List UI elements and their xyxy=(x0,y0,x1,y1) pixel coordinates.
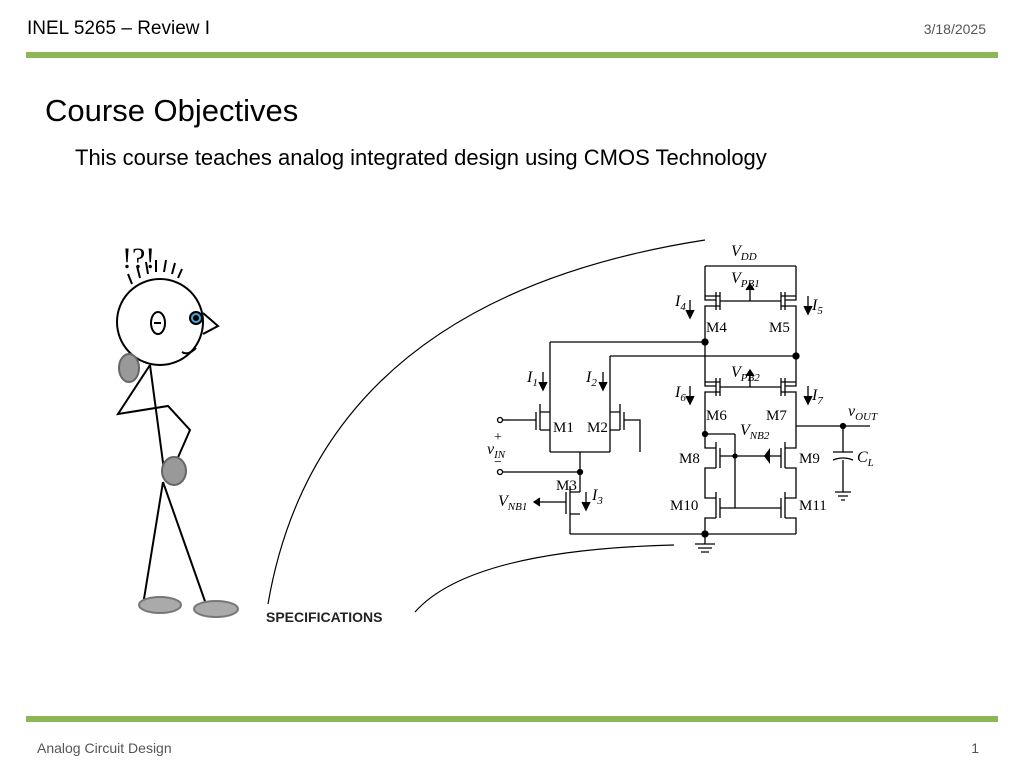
footer-divider xyxy=(26,716,998,722)
m8-label: M8 xyxy=(679,451,700,467)
page-number: 1 xyxy=(971,740,979,756)
footer-course: Analog Circuit Design xyxy=(37,740,172,756)
schematic-labels: VDD VPB1 VPB2 VNB2 VNB1 vIN vOUT CL + − … xyxy=(487,243,878,514)
specifications-label: SPECIFICATIONS xyxy=(266,609,382,625)
header-divider xyxy=(26,52,998,58)
m3-label: M3 xyxy=(556,478,577,494)
cl-label: CL xyxy=(857,449,874,469)
slide-title: Course Objectives xyxy=(45,93,299,128)
i5-label: I5 xyxy=(811,297,823,317)
slide-subtitle: This course teaches analog integrated de… xyxy=(75,145,767,170)
m1-label: M1 xyxy=(553,420,574,436)
i7-label: I7 xyxy=(811,387,823,407)
m4-label: M4 xyxy=(706,320,727,336)
opamp-schematic xyxy=(496,265,870,553)
m5-label: M5 xyxy=(769,320,790,336)
thought-arcs xyxy=(267,239,706,613)
vnb1-label: VNB1 xyxy=(498,493,527,513)
m10-label: M10 xyxy=(670,498,698,514)
m2-label: M2 xyxy=(587,420,608,436)
vpb2-label: VPB2 xyxy=(731,364,760,384)
m6-label: M6 xyxy=(706,408,727,424)
i4-label: I4 xyxy=(674,293,686,313)
vnb2-label: VNB2 xyxy=(740,422,770,442)
vin-label: vIN xyxy=(487,441,506,461)
m11-label: M11 xyxy=(799,498,827,514)
m9-label: M9 xyxy=(799,451,820,467)
i3-label: I3 xyxy=(591,487,603,507)
header-date: 3/18/2025 xyxy=(923,21,986,37)
vpb1-label: VPB1 xyxy=(731,270,760,290)
i1-label: I1 xyxy=(526,369,538,389)
minus-sign: − xyxy=(494,455,502,470)
i6-label: I6 xyxy=(674,384,686,404)
header-title: INEL 5265 – Review I xyxy=(27,18,211,39)
stick-figure: !?! xyxy=(115,242,239,618)
i2-label: I2 xyxy=(585,369,597,389)
vout-label: vOUT xyxy=(848,403,878,423)
m7-label: M7 xyxy=(766,408,787,424)
plus-sign: + xyxy=(494,430,502,445)
vdd-label: VDD xyxy=(731,243,757,263)
